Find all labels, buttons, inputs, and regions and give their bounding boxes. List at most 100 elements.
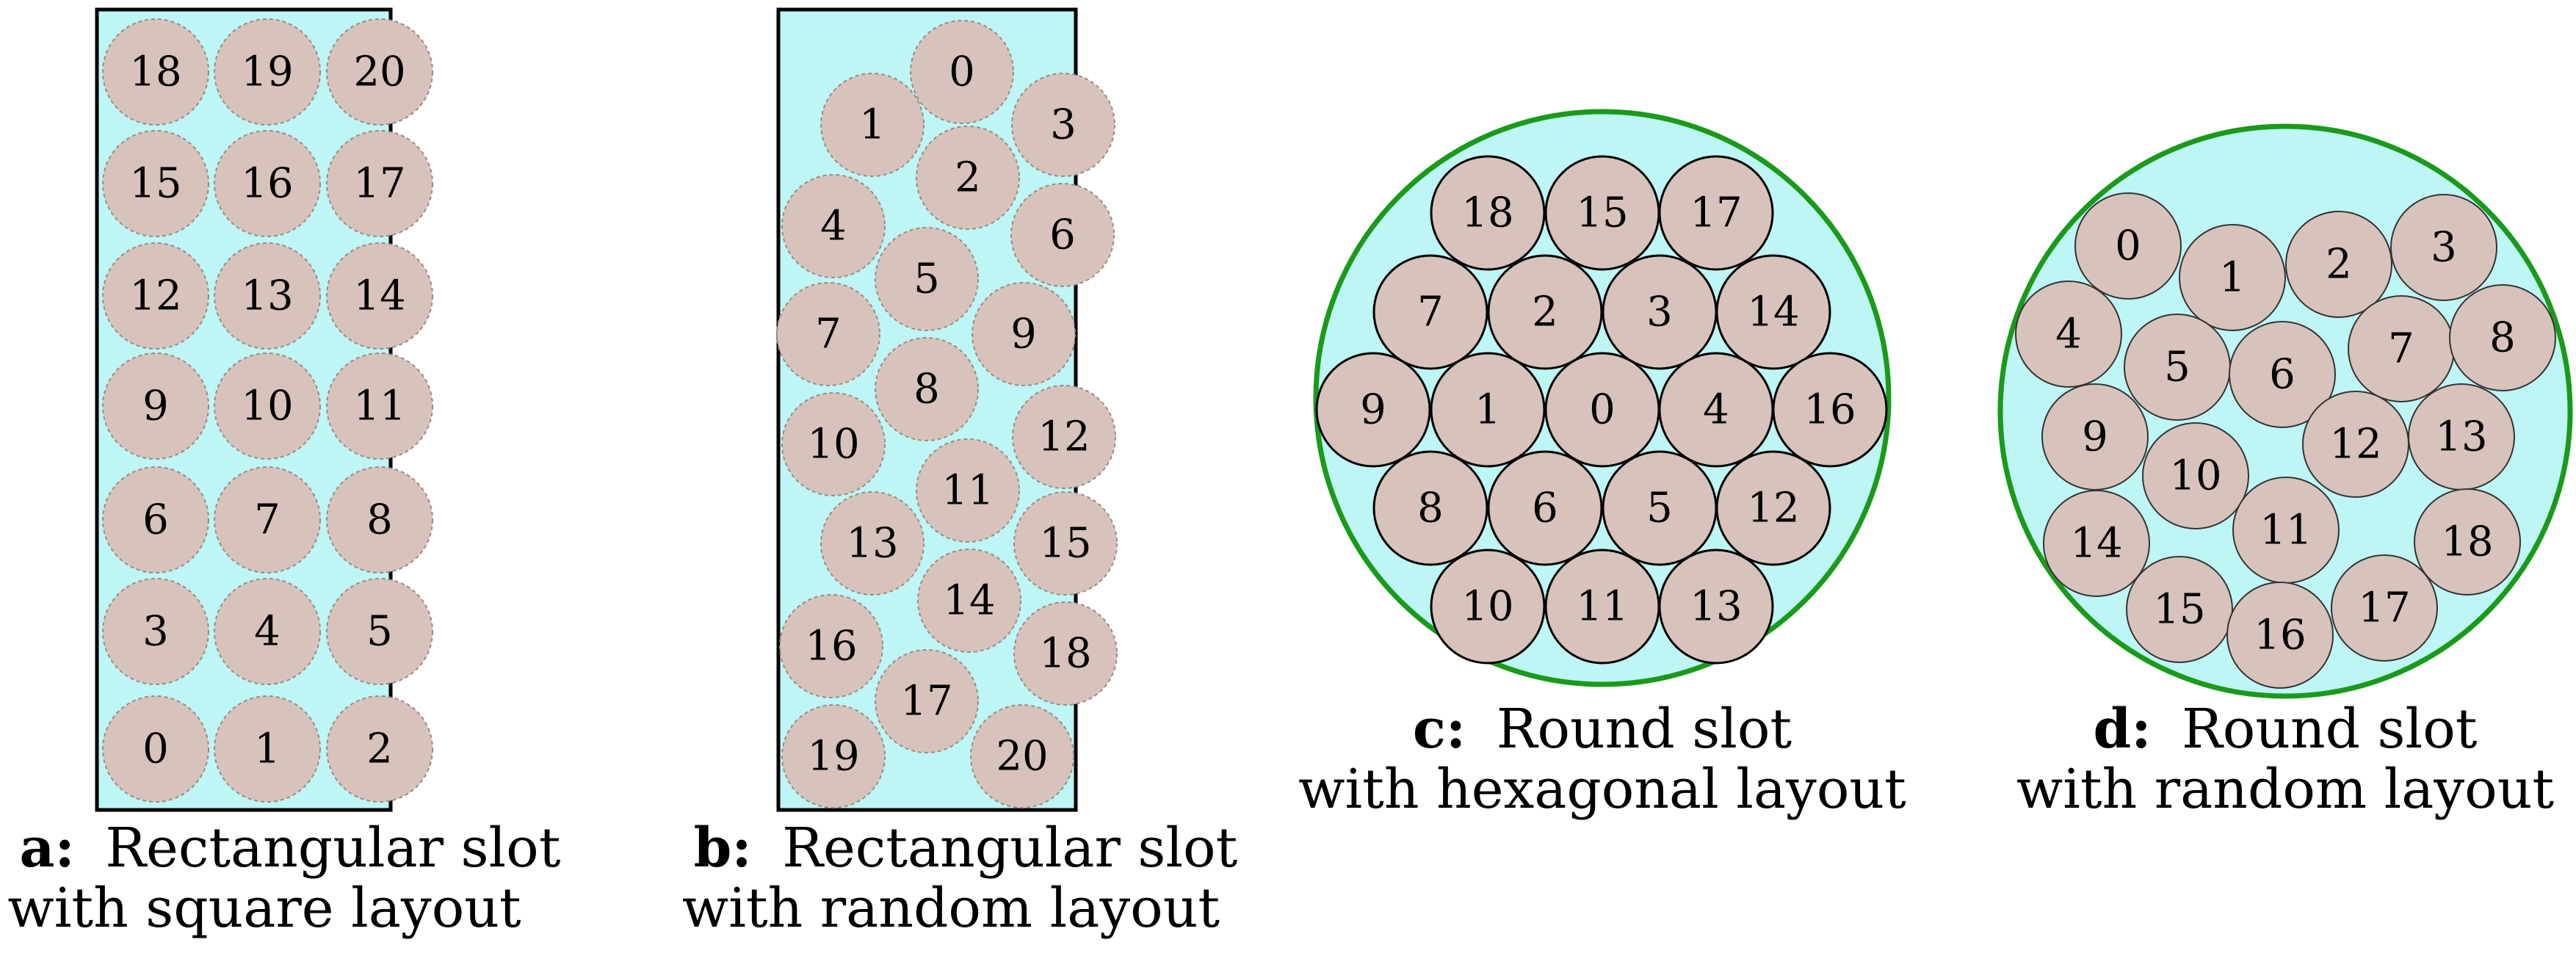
wire-a-6 [102, 466, 209, 573]
wire-b-5 [875, 227, 979, 331]
wire-label-b-16: 16 [805, 623, 857, 670]
wire-b-9 [972, 282, 1076, 386]
wire-a-4 [214, 578, 321, 685]
wire-label-b-14: 14 [943, 577, 995, 625]
wire-label-b-1: 1 [859, 101, 886, 149]
wire-label-d-17: 17 [2358, 585, 2410, 632]
wire-b-16 [779, 594, 883, 698]
wire-b-20 [970, 704, 1074, 808]
wire-label-c-10: 10 [1461, 583, 1513, 631]
wire-label-d-8: 8 [2489, 314, 2516, 362]
wire-label-a-17: 17 [353, 160, 405, 208]
wire-a-10 [214, 352, 321, 460]
wire-label-a-16: 16 [241, 160, 293, 208]
wire-label-b-11: 11 [941, 467, 994, 515]
wire-label-b-12: 12 [1038, 413, 1090, 461]
wire-label-d-13: 13 [2435, 413, 2487, 461]
wire-c-17 [1658, 155, 1774, 271]
wire-label-c-2: 2 [1532, 289, 1558, 336]
wire-label-c-0: 0 [1589, 386, 1616, 434]
wire-a-11 [326, 352, 433, 460]
wire-a-1 [214, 695, 321, 803]
wire-label-c-13: 13 [1690, 583, 1742, 631]
wire-b-0 [910, 20, 1014, 124]
wire-label-d-1: 1 [2219, 254, 2246, 302]
wire-label-b-5: 5 [913, 256, 940, 303]
wire-label-b-18: 18 [1039, 630, 1091, 678]
wire-label-d-12: 12 [2329, 421, 2381, 468]
wire-b-2 [916, 126, 1020, 230]
wire-label-a-4: 4 [254, 608, 281, 656]
wire-c-16 [1772, 352, 1888, 468]
wire-label-c-3: 3 [1646, 289, 1673, 336]
wire-b-11 [916, 438, 1020, 543]
wire-label-c-15: 15 [1576, 189, 1628, 237]
wire-a-0 [102, 695, 209, 803]
wire-label-b-20: 20 [996, 733, 1048, 781]
caption-c-line2: with hexagonal layout [1298, 758, 1906, 821]
wire-label-d-7: 7 [2388, 325, 2414, 373]
caption-a-title: Rectangular slot [105, 817, 560, 880]
wire-label-d-3: 3 [2431, 224, 2457, 272]
wire-a-14 [326, 242, 433, 350]
wire-label-c-1: 1 [1475, 386, 1501, 434]
wire-a-2 [326, 695, 433, 803]
wire-a-12 [102, 242, 209, 350]
wire-c-1 [1430, 352, 1546, 468]
wire-a-20 [326, 18, 433, 126]
caption-a-line1: a: Rectangular slot [20, 817, 561, 880]
wire-label-b-2: 2 [955, 154, 981, 202]
wire-b-10 [781, 392, 886, 496]
wire-a-5 [326, 578, 433, 685]
wire-a-15 [102, 130, 209, 237]
wire-c-18 [1430, 155, 1546, 271]
wire-label-c-11: 11 [1576, 583, 1628, 631]
wire-label-a-0: 0 [142, 725, 169, 773]
wire-d-14 [2043, 490, 2150, 597]
caption-d-line1: d: Round slot [2093, 698, 2477, 761]
wire-b-12 [1012, 385, 1116, 489]
wire-label-b-13: 13 [846, 520, 898, 568]
wire-a-19 [214, 18, 321, 126]
wire-label-b-9: 9 [1010, 311, 1037, 358]
caption-c-title: Round slot [1497, 698, 1792, 761]
wire-label-c-5: 5 [1646, 485, 1673, 532]
wire-b-15 [1013, 491, 1118, 596]
wire-label-a-9: 9 [142, 383, 169, 430]
wire-d-1 [2179, 224, 2286, 331]
wire-label-c-16: 16 [1803, 386, 1856, 434]
wire-label-a-11: 11 [353, 383, 405, 430]
wire-c-14 [1715, 254, 1831, 370]
wire-label-b-15: 15 [1039, 520, 1091, 568]
wire-label-b-6: 6 [1049, 211, 1076, 259]
wire-a-13 [214, 242, 321, 350]
wire-label-d-11: 11 [2260, 507, 2312, 554]
wire-label-c-12: 12 [1747, 485, 1799, 532]
wire-label-b-10: 10 [807, 421, 859, 468]
wire-b-14 [917, 549, 1021, 653]
wire-label-b-7: 7 [815, 311, 842, 358]
wire-label-b-0: 0 [949, 48, 975, 96]
wire-label-c-6: 6 [1532, 485, 1558, 532]
wire-label-b-19: 19 [807, 733, 859, 781]
wire-label-c-17: 17 [1690, 189, 1742, 237]
wire-b-13 [820, 491, 925, 596]
wire-c-13 [1658, 549, 1774, 665]
wire-label-a-15: 15 [129, 160, 181, 208]
wire-d-3 [2390, 194, 2497, 301]
wire-a-3 [102, 578, 209, 685]
wire-b-6 [1010, 183, 1115, 287]
wire-b-7 [776, 282, 880, 386]
wire-b-19 [781, 704, 886, 808]
wire-label-d-2: 2 [2326, 241, 2352, 289]
wire-c-9 [1315, 352, 1431, 468]
caption-a-letter: a: [20, 817, 75, 880]
caption-c-letter: c: [1413, 698, 1466, 761]
wire-c-12 [1715, 450, 1831, 566]
wire-b-3 [1011, 73, 1115, 177]
